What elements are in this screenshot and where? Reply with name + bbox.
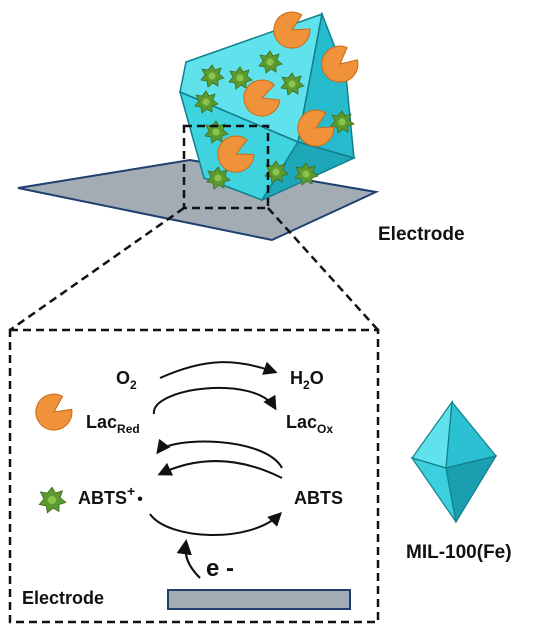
arrow-abts-to-abts-radical [157, 460, 283, 479]
top-electrode-label: Electrode [378, 224, 465, 245]
mof-legend-icon [410, 399, 498, 524]
lac-ox-label: LacOx [286, 412, 333, 436]
arrow-electron-transfer [176, 538, 201, 579]
zoom-box [182, 124, 270, 210]
abts-radical-label: ABTS+• [78, 483, 143, 508]
zoom-line-left [9, 206, 185, 332]
arrow-lacox-to-lacred [156, 438, 283, 469]
zoom-line-right [267, 207, 379, 331]
inset-electrode-label: Electrode [22, 588, 104, 608]
arrow-o2-to-h2o [159, 361, 278, 379]
inset-electrode-bar [167, 589, 351, 610]
h2o-label: H2O [290, 368, 324, 392]
lac-red-label: LacRed [86, 412, 140, 436]
abts-label: ABTS [294, 488, 343, 508]
inset-box [8, 328, 380, 624]
arrow-abts-radical-to-abts [149, 512, 282, 536]
o2-label: O2 [116, 368, 137, 392]
mof-legend-label: MIL-100(Fe) [406, 542, 512, 563]
arrow-lacred-to-lacox [152, 386, 277, 415]
electron-label: e - [206, 555, 234, 582]
